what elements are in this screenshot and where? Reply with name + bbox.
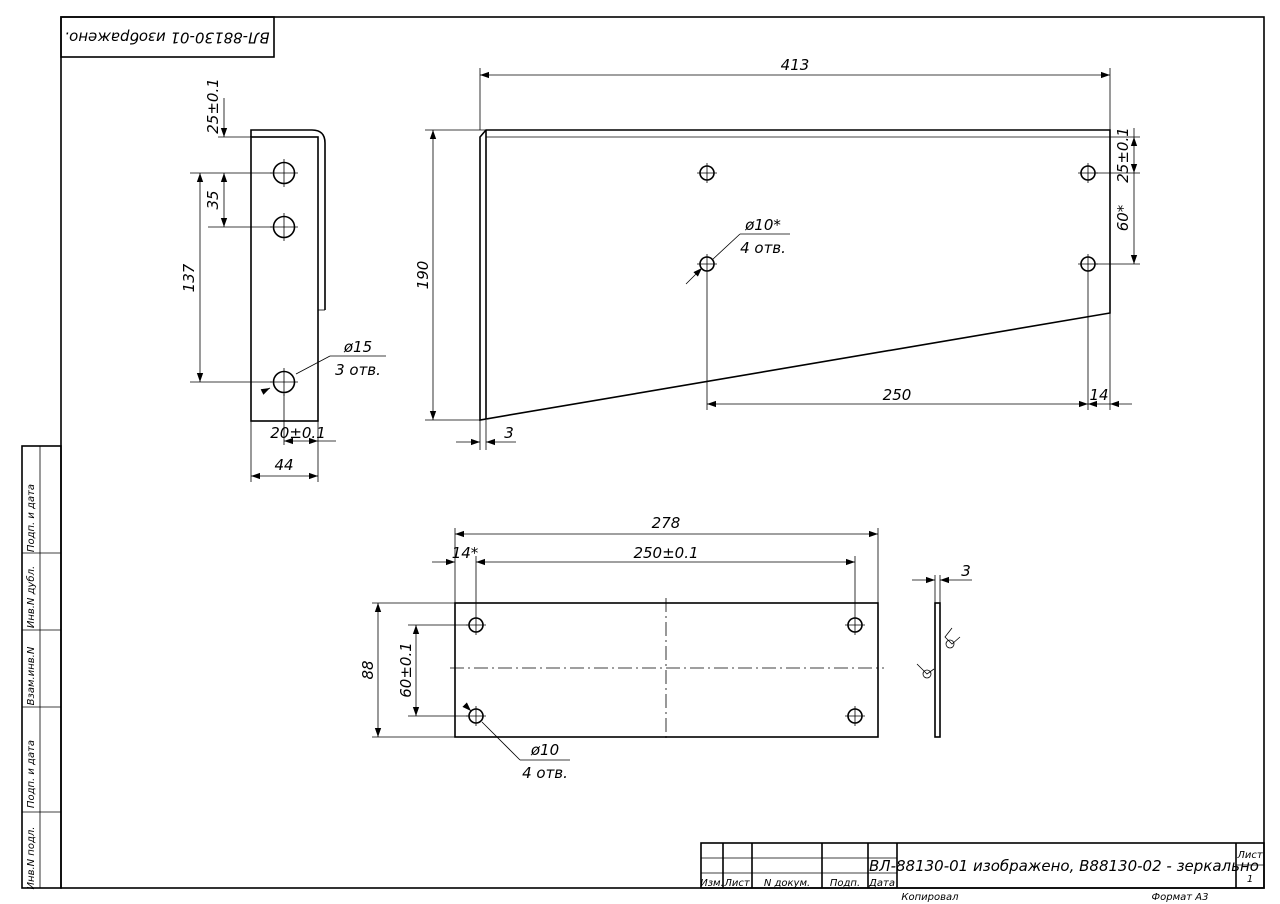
tb-copied: Копировал (901, 892, 959, 903)
plate-hole-label: ø10 (530, 741, 559, 759)
tb-designation: ВЛ-88130-01 изображено, В88130-02 - зерк… (869, 857, 1259, 875)
drawing-frame (60, 16, 1265, 889)
dim-side-width: 44 (274, 456, 293, 474)
front-hole-count: 4 отв. (740, 239, 786, 257)
tb-format: Формат А3 (1152, 892, 1209, 903)
tb-header-doc-number: N докум. (764, 878, 810, 889)
dim-plate-height: 88 (359, 660, 377, 679)
plate-holes (466, 615, 865, 726)
dim-front-offset: 14 (1089, 386, 1108, 404)
front-view: 413 190 25±0.1 60* 250 14 3 ø10* 4 отв. (414, 56, 1140, 450)
dim-plate-length: 278 (652, 514, 681, 532)
dim-side-inner: 20±0.1 (270, 424, 326, 442)
tb-sheet-label: Лист (1236, 850, 1264, 861)
dim-front-span: 250 (883, 386, 912, 404)
side-hole-label: ø15 (343, 338, 372, 356)
tb-header-date: Дата (868, 878, 895, 889)
dim-front-right-pitch: 60* (1114, 204, 1132, 231)
dim-side-top: 25±0.1 (204, 78, 222, 134)
tb-sheet-number: 1 (1247, 874, 1253, 885)
tb-header-change: Изм. (700, 878, 724, 889)
strip-label-sign-date-1: Подп. и дата (26, 484, 37, 552)
stamp-text: ВЛ-88130-01 изображено. (64, 29, 269, 47)
dim-front-thickness: 3 (504, 424, 514, 442)
plate-view: 278 14* 250±0.1 88 60±0.1 ø10 4 отв. (359, 514, 884, 782)
strip-label-replace-inv: Взам.инв.N (26, 646, 37, 705)
dim-front-height: 190 (414, 261, 432, 290)
strip-label-orig-inv: Инв.N подл. (26, 827, 37, 890)
side-hole-count: 3 отв. (335, 361, 381, 379)
inverted-stamp: ВЛ-88130-01 изображено. (60, 16, 275, 58)
side-view: 25±0.1 35 137 20±0.1 44 ø15 3 отв. (180, 78, 386, 482)
plate-edge-view: 3 (912, 562, 972, 738)
tb-header-signature: Подп. (830, 878, 860, 889)
left-margin-strip: Подп. и дата Инв.N дубл. Взам.инв.N Подп… (21, 445, 62, 890)
tb-header-sheet: Лист (723, 878, 751, 889)
front-hole-label: ø10* (744, 216, 781, 234)
dim-plate-offset: 14* (452, 544, 479, 562)
title-block: Изм. Лист N докум. Подп. Дата ВЛ-88130-0… (700, 842, 1265, 903)
strip-label-sign-date-2: Подп. и дата (26, 740, 37, 808)
front-holes (697, 163, 1098, 274)
plate-hole-count: 4 отв. (522, 764, 568, 782)
dim-plate-pitch: 250±0.1 (633, 544, 698, 562)
dim-plate-vpitch: 60±0.1 (397, 642, 415, 698)
dim-plate-thickness: 3 (961, 562, 971, 580)
dim-side-span: 137 (180, 263, 198, 292)
dim-front-right-top: 25±0.1 (1114, 127, 1132, 183)
strip-label-dup-inv: Инв.N дубл. (25, 566, 37, 628)
dim-front-length: 413 (781, 56, 810, 74)
dim-side-pitch: 35 (204, 190, 222, 209)
